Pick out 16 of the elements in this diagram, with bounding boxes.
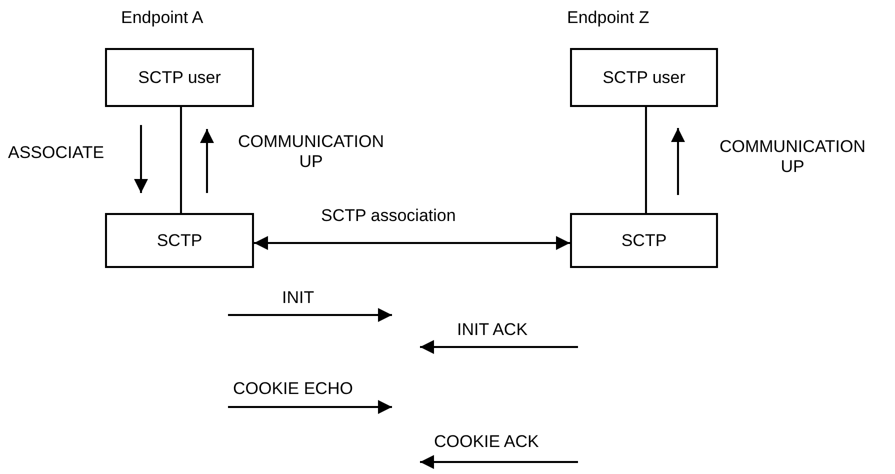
- box-label: SCTP user: [138, 68, 221, 88]
- process-box: [105, 48, 254, 107]
- box-label: SCTP: [156, 230, 202, 250]
- arrow: [200, 129, 214, 193]
- process-box: [105, 213, 254, 268]
- endpoint-heading: Endpoint A: [121, 8, 204, 28]
- box-label: SCTP: [621, 230, 667, 250]
- box-label: SCTP user: [602, 68, 686, 88]
- process-box: [570, 48, 718, 107]
- arrow: [254, 236, 570, 250]
- connector-line: [645, 107, 647, 213]
- arrow: [134, 125, 148, 193]
- endpoint-heading: Endpoint Z: [567, 8, 650, 28]
- arrow: [671, 128, 685, 195]
- connector-line: [180, 107, 182, 213]
- process-box: [570, 213, 718, 268]
